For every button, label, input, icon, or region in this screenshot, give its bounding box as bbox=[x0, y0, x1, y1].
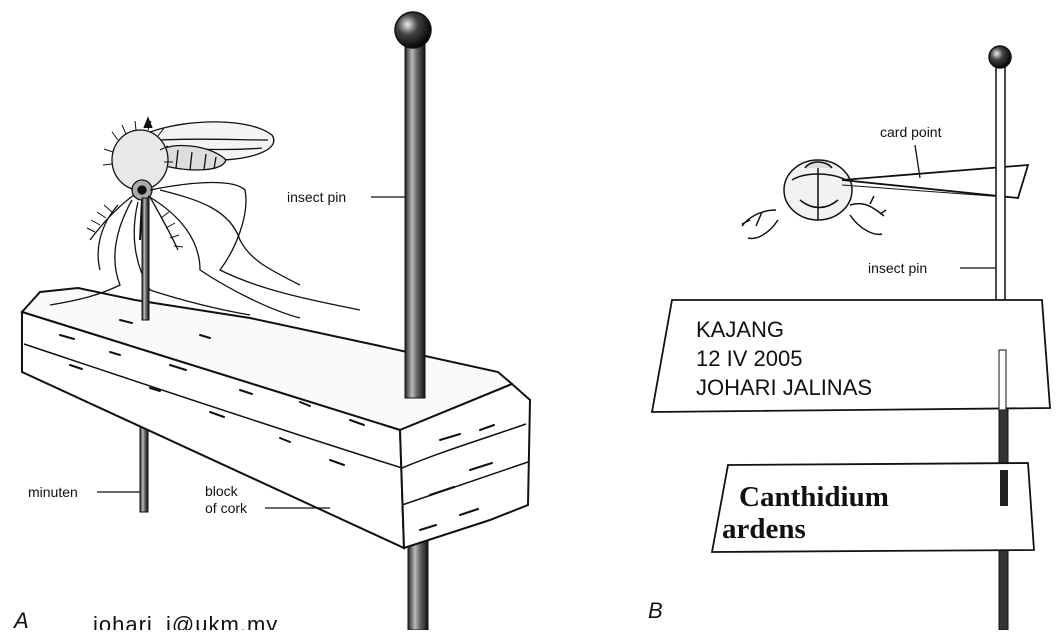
pin-through-species bbox=[1000, 470, 1008, 506]
leader-lines-b bbox=[914, 144, 996, 269]
leader-lines-a bbox=[97, 196, 405, 509]
species-label-line2: ardens bbox=[722, 513, 806, 545]
insect-pin-lower bbox=[407, 534, 429, 631]
insect-pin-label-a: insect pin bbox=[287, 189, 346, 205]
cork-block bbox=[20, 286, 532, 550]
minuten-label: minuten bbox=[28, 484, 78, 500]
species-label-line1: Canthidium bbox=[739, 481, 889, 513]
card-point-label: card point bbox=[880, 124, 942, 140]
panel-b: KAJANG 12 IV 2005 JOHARI JALINAS Canthid… bbox=[648, 45, 1051, 631]
pin-through-label bbox=[998, 349, 1007, 411]
species-label-card: Canthidium ardens bbox=[710, 462, 1035, 553]
panel-a: insect pin minuten block of cork A johar… bbox=[12, 11, 532, 635]
minuten-pin bbox=[139, 419, 149, 513]
panel-a-letter: A bbox=[12, 608, 29, 630]
data-label-line3: JOHARI JALINAS bbox=[696, 375, 872, 400]
insect-pin-a bbox=[394, 11, 432, 399]
email-watermark: johari_j@ukm.my bbox=[92, 612, 278, 630]
data-label-line1: KAJANG bbox=[696, 317, 784, 342]
beetle-illustration bbox=[741, 159, 887, 240]
data-label-card: KAJANG 12 IV 2005 JOHARI JALINAS bbox=[650, 299, 1051, 413]
data-label-line2: 12 IV 2005 bbox=[696, 346, 802, 371]
panel-b-letter: B bbox=[648, 598, 663, 623]
insect-pin-b bbox=[988, 45, 1012, 351]
card-point bbox=[841, 163, 1030, 199]
block-label-line1: block bbox=[205, 483, 239, 499]
insect-pin-label-b: insect pin bbox=[868, 260, 927, 276]
mosquito-illustration bbox=[49, 116, 361, 319]
minuten-top bbox=[141, 197, 150, 321]
block-label-line2: of cork bbox=[205, 500, 248, 516]
